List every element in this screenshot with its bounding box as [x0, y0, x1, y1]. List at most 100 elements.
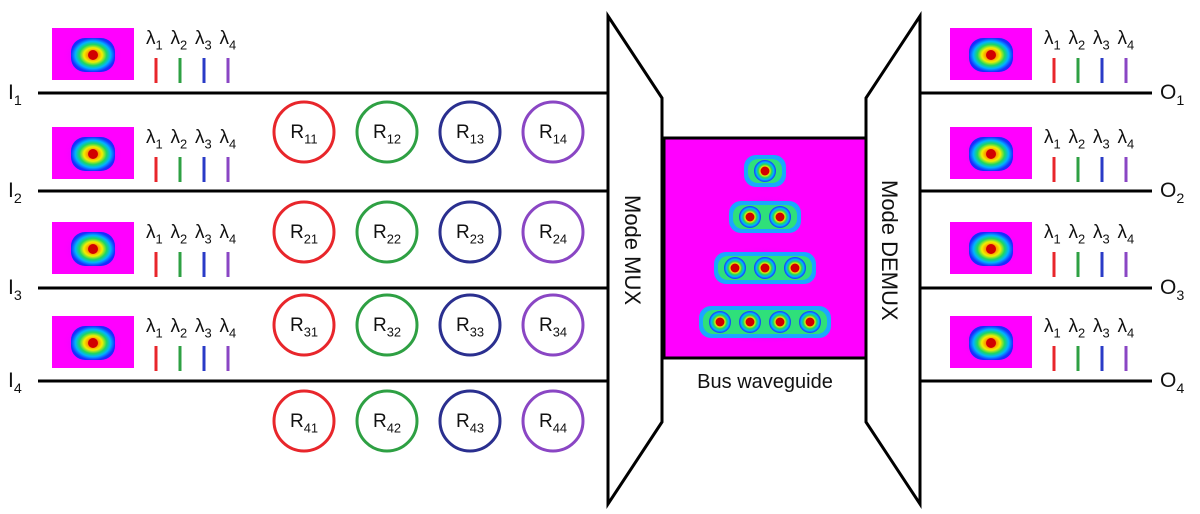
resonator-label-subscript: 11 [304, 131, 317, 146]
input-label-4-subscript: 4 [14, 381, 22, 397]
wavelength-label-4-subscript: 4 [1127, 325, 1134, 340]
resonator-ring [355, 293, 419, 357]
wavelength-label-1: λ1 [1044, 127, 1061, 151]
wavelength-label-1-subscript: 1 [1054, 231, 1061, 246]
wavelength-label-3: λ3 [1093, 28, 1110, 52]
wavelength-label-1: λ1 [146, 127, 163, 151]
resonator-r22: R22 [355, 200, 419, 264]
wavelength-label-4-subscript: 4 [1127, 37, 1134, 52]
resonator-r41: R41 [272, 389, 336, 453]
input-mode-profile-4 [52, 316, 134, 368]
mode-demux-label: Mode DEMUX [877, 180, 902, 321]
wavelength-label-2: λ2 [1069, 316, 1086, 340]
resonator-label-base: R [373, 411, 387, 432]
resonator-ring [521, 200, 585, 264]
wavelength-label-1-subscript: 1 [156, 325, 163, 340]
resonator-ring [272, 100, 336, 164]
wavelength-label-4-subscript: 4 [229, 325, 236, 340]
resonator-label-base: R [373, 222, 387, 243]
wavelength-label-3-base: λ [1093, 28, 1103, 49]
wavelength-label-4-subscript: 4 [229, 136, 236, 151]
wavelength-label-3-base: λ [195, 127, 205, 148]
resonator-label-subscript: 44 [553, 420, 567, 435]
bus-mode-2 [723, 195, 807, 239]
resonator-label-subscript: 32 [387, 324, 401, 339]
wavelength-label-2: λ2 [1069, 127, 1086, 151]
wavelength-label-2: λ2 [171, 28, 188, 52]
resonator-label-base: R [456, 222, 470, 243]
resonator-r24: R24 [521, 200, 585, 264]
bus-mode-3 [708, 246, 822, 290]
wavelength-label-4-base: λ [220, 222, 230, 243]
resonator-label-subscript: 21 [304, 231, 318, 246]
wavelength-label-4: λ4 [1118, 28, 1135, 52]
output-label-1: O1 [1160, 81, 1184, 109]
resonator-label-subscript: 42 [387, 420, 401, 435]
wavelength-label-3-subscript: 3 [205, 37, 212, 52]
resonator-label-subscript: 12 [387, 131, 401, 146]
wavelength-label-1-base: λ [1044, 28, 1054, 49]
wavelength-label-4-base: λ [1118, 28, 1128, 49]
mode-mux-block [606, 10, 664, 510]
wavelength-label-2-subscript: 2 [1078, 325, 1085, 340]
resonator-label-base: R [290, 222, 304, 243]
resonator-label-subscript: 33 [470, 324, 484, 339]
output-mode-profile-3 [950, 222, 1032, 274]
resonator-label: R44 [539, 411, 567, 435]
wavelength-label-1-subscript: 1 [156, 136, 163, 151]
wavelength-label-3-subscript: 3 [205, 231, 212, 246]
wavelength-label-2-base: λ [171, 127, 181, 148]
input-mode-profile-2 [52, 127, 134, 179]
wavelength-label-3: λ3 [1093, 316, 1110, 340]
wavelength-label-3-base: λ [1093, 316, 1103, 337]
wavelength-label-2-subscript: 2 [180, 325, 187, 340]
resonator-label: R43 [456, 411, 484, 435]
resonator-label-subscript: 14 [553, 131, 567, 146]
resonator-label: R24 [539, 222, 567, 246]
wavelength-label-3: λ3 [1093, 222, 1110, 246]
wavelength-label-4-subscript: 4 [229, 231, 236, 246]
wavelength-label-2-subscript: 2 [180, 231, 187, 246]
wavelength-label-1: λ1 [1044, 222, 1061, 246]
resonator-label-subscript: 34 [553, 324, 567, 339]
resonator-label-base: R [539, 315, 553, 336]
resonator-label-base: R [456, 315, 470, 336]
resonator-label-subscript: 41 [304, 420, 318, 435]
wavelength-label-2-base: λ [1069, 316, 1079, 337]
wavelength-label-1: λ1 [1044, 316, 1061, 340]
resonator-label-base: R [456, 411, 470, 432]
wavelength-label-2-base: λ [171, 28, 181, 49]
wavelength-label-3-base: λ [1093, 222, 1103, 243]
resonator-label-subscript: 23 [470, 231, 484, 246]
wavelength-label-3-base: λ [195, 222, 205, 243]
wavelength-label-3-subscript: 3 [1103, 136, 1110, 151]
resonator-label-subscript: 24 [553, 231, 567, 246]
wavelength-label-1-subscript: 1 [1054, 37, 1061, 52]
wavelength-label-3-subscript: 3 [205, 325, 212, 340]
input-label-4: I4 [8, 369, 22, 397]
output-label-3-subscript: 3 [1176, 288, 1184, 304]
resonator-ring [521, 100, 585, 164]
resonator-r31: R31 [272, 293, 336, 357]
input-label-3-subscript: 3 [14, 288, 22, 304]
resonator-label-subscript: 43 [470, 420, 484, 435]
resonator-label-base: R [539, 222, 553, 243]
wavelength-label-2-subscript: 2 [180, 136, 187, 151]
resonator-label-subscript: 13 [470, 131, 484, 146]
output-label-4-base: O [1160, 369, 1176, 392]
wavelength-label-2-base: λ [1069, 127, 1079, 148]
wavelength-label-2-subscript: 2 [1078, 136, 1085, 151]
input-label-4-base: I [8, 369, 14, 392]
resonator-ring [355, 100, 419, 164]
output-mode-profile-1 [950, 28, 1032, 80]
resonator-r42: R42 [355, 389, 419, 453]
